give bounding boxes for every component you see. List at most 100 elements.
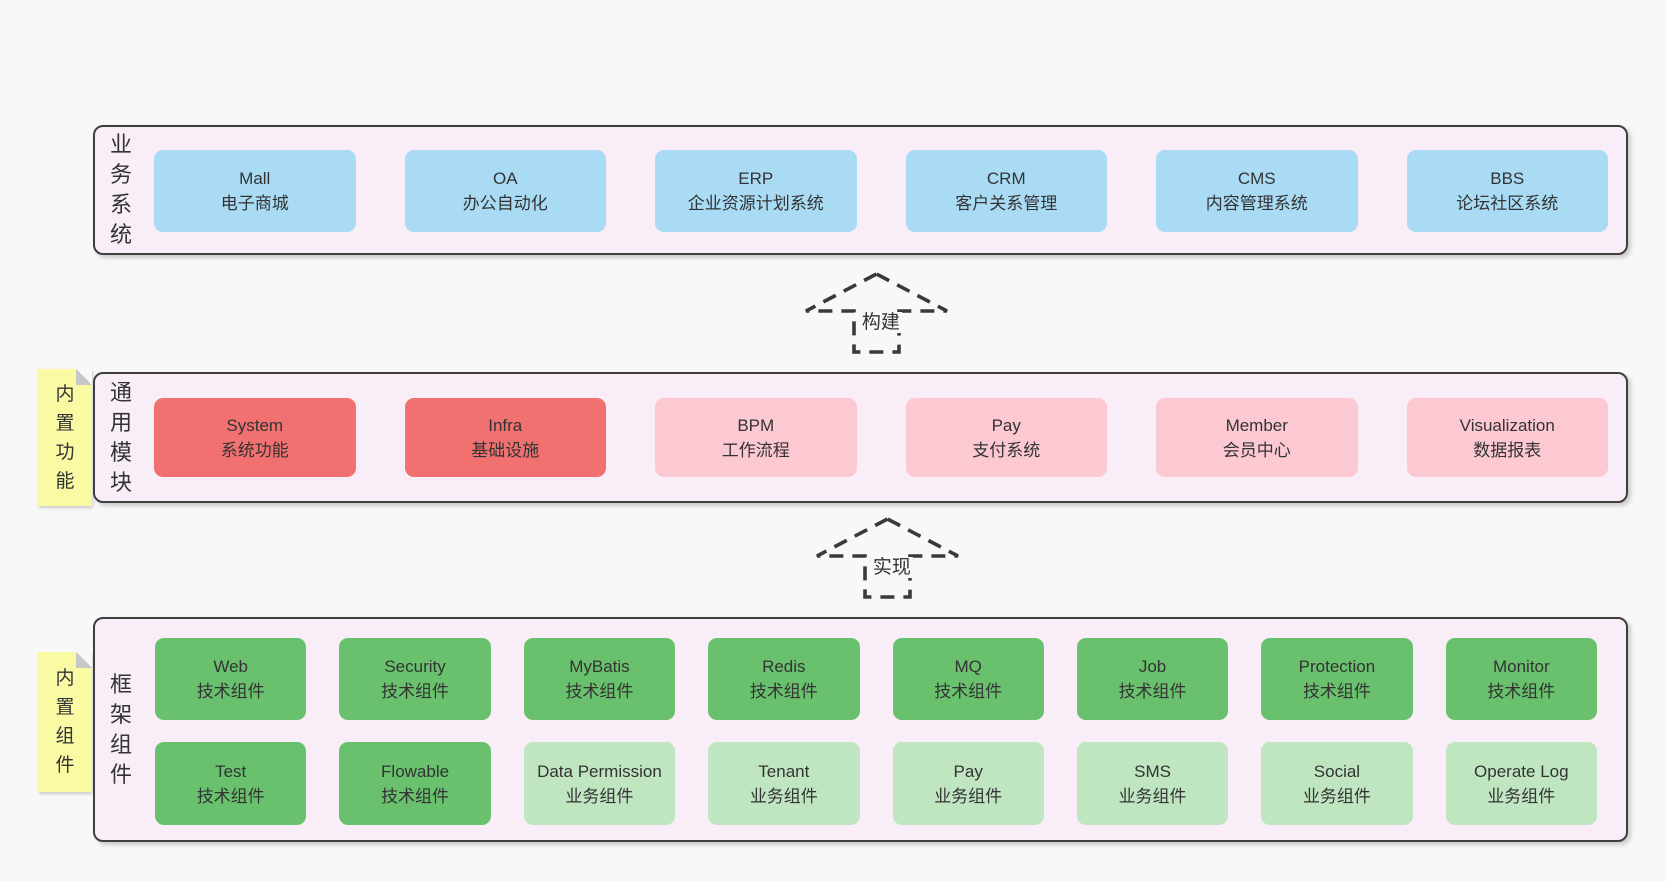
box-test-subtitle: 技术组件: [196, 786, 265, 806]
box-tenant: Tenant 业务组件: [708, 742, 860, 825]
box-monitor-subtitle: 技术组件: [1487, 682, 1556, 701]
modules-box-row: System 系统功能 Infra 基础设施 BPM 工作流程 Pay 支付系统…: [154, 398, 1608, 477]
box-redis-subtitle: 技术组件: [749, 682, 818, 701]
box-infra: Infra 基础设施: [404, 398, 606, 477]
box-system: System 系统功能: [154, 398, 356, 477]
box-oa-subtitle: 办公自动化: [462, 194, 548, 213]
folded-corner-icon: [76, 369, 92, 385]
layer-components-label: 框架组件: [109, 671, 132, 787]
layer-common-modules: 通用模块 System 系统功能 Infra 基础设施 BPM 工作流程 Pay…: [93, 372, 1628, 503]
box-web-title: Web: [213, 657, 249, 676]
box-job: Job 技术组件: [1076, 638, 1229, 720]
box-monitor: Monitor 技术组件: [1445, 638, 1597, 720]
box-pay-component: Pay 业务组件: [892, 742, 1044, 825]
box-flowable-title: Flowable: [381, 761, 450, 781]
box-social: Social 业务组件: [1261, 742, 1413, 825]
box-erp: ERP 企业资源计划系统: [655, 150, 857, 232]
box-security-subtitle: 技术组件: [381, 682, 450, 701]
box-member-subtitle: 会员中心: [1222, 440, 1291, 460]
note-built-in-components-label: 内置组件: [55, 668, 75, 776]
box-crm: CRM 客户关系管理: [905, 150, 1107, 232]
box-oa-title: OA: [492, 169, 518, 188]
box-mq-subtitle: 技术组件: [934, 682, 1003, 701]
box-sms-subtitle: 业务组件: [1118, 786, 1187, 806]
box-mybatis-title: MyBatis: [569, 657, 630, 676]
box-sms-title: SMS: [1134, 761, 1171, 781]
box-cms: CMS 内容管理系统: [1156, 150, 1358, 232]
layer-business-systems: 业务系统 Mall 电子商城 OA 办公自动化 ERP 企业资源计划系统 CRM…: [93, 125, 1628, 255]
box-mall-subtitle: 电子商城: [220, 194, 289, 213]
folded-corner-icon: [76, 652, 92, 668]
components-box-row-2: Test 技术组件 Flowable 技术组件 Data Permission …: [155, 742, 1597, 825]
box-cms-title: CMS: [1237, 169, 1276, 188]
box-monitor-title: Monitor: [1492, 657, 1550, 676]
arrow-implement: 实现: [814, 516, 961, 600]
box-crm-subtitle: 客户关系管理: [955, 194, 1058, 213]
box-tenant-subtitle: 业务组件: [749, 786, 818, 806]
box-protection-subtitle: 技术组件: [1302, 682, 1371, 701]
box-pay-component-subtitle: 业务组件: [934, 786, 1003, 806]
box-pay-module-title: Pay: [991, 415, 1021, 435]
note-built-in-functions-label: 内置功能: [55, 383, 75, 492]
box-operate-log-subtitle: 业务组件: [1487, 786, 1556, 806]
box-social-title: Social: [1313, 761, 1361, 781]
box-redis: Redis 技术组件: [708, 638, 860, 720]
arrow-up-dashed-icon: [805, 271, 948, 354]
box-web: Web 技术组件: [155, 638, 307, 720]
box-cms-subtitle: 内容管理系统: [1205, 194, 1308, 213]
box-erp-subtitle: 企业资源计划系统: [687, 194, 824, 213]
box-operate-log: Operate Log 业务组件: [1445, 742, 1597, 825]
box-test: Test 技术组件: [155, 742, 307, 825]
box-flowable: Flowable 技术组件: [339, 742, 491, 825]
box-system-title: System: [226, 415, 284, 435]
arrow-implement-label: 实现: [870, 557, 913, 578]
layer-framework-components: 框架组件 Web 技术组件 Security 技术组件 MyBatis 技术组件…: [93, 617, 1628, 842]
box-data-permission: Data Permission 业务组件: [523, 742, 676, 825]
box-bbs-subtitle: 论坛社区系统: [1456, 194, 1559, 213]
box-bpm: BPM 工作流程: [655, 398, 857, 477]
box-bpm-title: BPM: [737, 415, 775, 435]
layer-business-label: 业务系统: [109, 132, 132, 247]
box-job-subtitle: 技术组件: [1118, 682, 1187, 701]
box-visualization-subtitle: 数据报表: [1473, 440, 1542, 460]
box-security-title: Security: [384, 657, 446, 676]
box-crm-title: CRM: [986, 169, 1026, 188]
box-mq-title: MQ: [954, 657, 982, 676]
box-job-title: Job: [1138, 657, 1167, 676]
box-operate-log-title: Operate Log: [1474, 761, 1569, 781]
box-infra-title: Infra: [488, 415, 523, 435]
box-mall: Mall 电子商城: [154, 150, 356, 232]
box-flowable-subtitle: 技术组件: [381, 786, 450, 806]
box-pay-module: Pay 支付系统: [905, 398, 1107, 477]
box-pay-component-title: Pay: [953, 761, 983, 781]
box-bbs: BBS 论坛社区系统: [1406, 150, 1608, 232]
box-oa: OA 办公自动化: [404, 150, 606, 232]
business-box-row: Mall 电子商城 OA 办公自动化 ERP 企业资源计划系统 CRM 客户关系…: [154, 150, 1608, 232]
box-redis-title: Redis: [762, 657, 806, 676]
box-data-permission-subtitle: 业务组件: [565, 786, 634, 806]
note-built-in-components: 内置组件: [38, 652, 92, 792]
box-member-title: Member: [1225, 415, 1288, 435]
box-web-subtitle: 技术组件: [196, 682, 265, 701]
box-sms: SMS 业务组件: [1076, 742, 1229, 825]
box-visualization: Visualization 数据报表: [1406, 398, 1608, 477]
box-security: Security 技术组件: [339, 638, 491, 720]
box-erp-title: ERP: [738, 169, 774, 188]
box-bpm-subtitle: 工作流程: [721, 440, 790, 460]
components-box-row-1: Web 技术组件 Security 技术组件 MyBatis 技术组件 Redi…: [155, 638, 1597, 720]
arrow-build-label: 构建: [859, 312, 902, 333]
box-pay-module-subtitle: 支付系统: [972, 440, 1041, 460]
box-infra-subtitle: 基础设施: [471, 440, 540, 460]
arrow-build: 构建: [803, 271, 950, 355]
box-mybatis-subtitle: 技术组件: [565, 682, 634, 701]
box-bbs-title: BBS: [1490, 169, 1525, 188]
box-system-subtitle: 系统功能: [220, 440, 289, 460]
box-protection-title: Protection: [1298, 657, 1376, 676]
layer-modules-label: 通用模块: [109, 379, 132, 495]
box-mybatis: MyBatis 技术组件: [523, 638, 676, 720]
box-protection: Protection 技术组件: [1261, 638, 1413, 720]
box-mall-title: Mall: [239, 169, 271, 188]
note-built-in-functions: 内置功能: [38, 369, 92, 506]
box-data-permission-title: Data Permission: [537, 761, 662, 781]
